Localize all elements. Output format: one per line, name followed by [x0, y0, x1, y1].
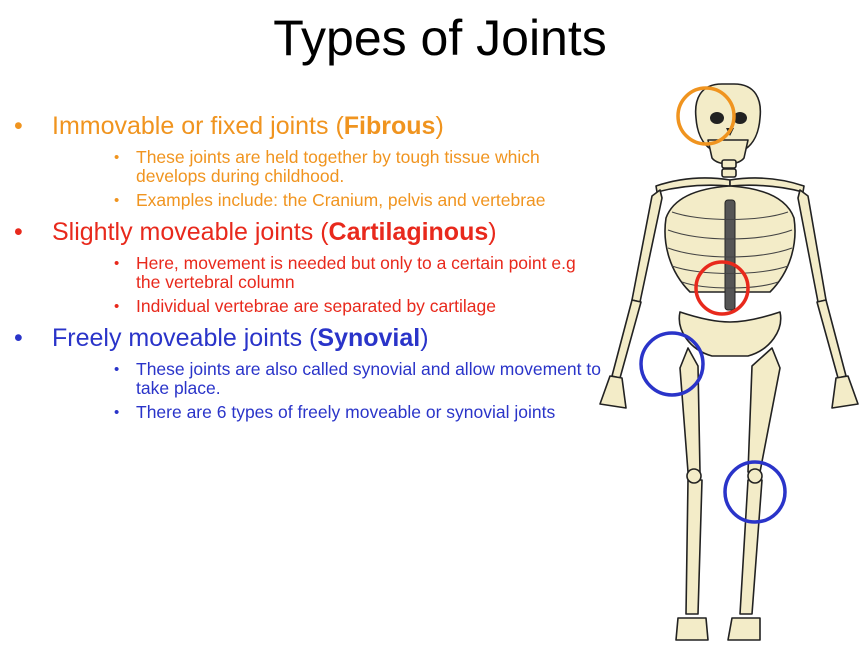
bullet: • — [14, 112, 23, 140]
synovial-hip-highlight — [639, 331, 705, 397]
synovial-section: • Freely moveable joints (Synovial) • Th… — [14, 324, 604, 422]
cartilaginous-point: • Individual vertebrae are separated by … — [114, 296, 496, 316]
cartilaginous-point: • Here, movement is needed but only to a… — [114, 253, 576, 292]
fibrous-point: • These joints are held together by toug… — [114, 147, 540, 186]
skeleton-illustration — [599, 83, 859, 641]
cartilaginous-section: • Slightly moveable joints (Cartilaginou… — [14, 218, 604, 316]
fibrous-heading: • Immovable or fixed joints (Fibrous) — [14, 112, 444, 140]
sub-bullet: • — [114, 361, 120, 378]
cartilaginous-term: Cartilaginous — [328, 218, 489, 246]
joint-types-list: • Immovable or fixed joints (Fibrous) • … — [14, 112, 604, 430]
synovial-point: • There are 6 types of freely moveable o… — [114, 402, 556, 422]
synovial-heading: • Freely moveable joints (Synovial) — [14, 324, 429, 352]
bullet: • — [14, 218, 23, 246]
fibrous-point: • Examples include: the Cranium, pelvis … — [114, 190, 546, 210]
fibrous-highlight — [676, 86, 736, 146]
fibrous-term: Fibrous — [343, 112, 436, 140]
sub-bullet: • — [114, 192, 120, 209]
synovial-point: • These joints are also called synovial … — [114, 359, 601, 398]
synovial-term: Synovial — [317, 324, 421, 352]
fibrous-section: • Immovable or fixed joints (Fibrous) • … — [14, 112, 604, 210]
sub-bullet: • — [114, 149, 120, 166]
sub-bullet: • — [114, 255, 120, 272]
pelvis — [678, 311, 782, 357]
bullet: • — [14, 324, 23, 352]
sub-bullet: • — [114, 298, 120, 315]
synovial-knee-highlight — [723, 460, 787, 524]
cartilaginous-highlight — [694, 260, 750, 316]
sub-bullet: • — [114, 404, 120, 421]
cartilaginous-heading: • Slightly moveable joints (Cartilaginou… — [14, 218, 497, 246]
slide-title: Types of Joints — [273, 10, 607, 66]
